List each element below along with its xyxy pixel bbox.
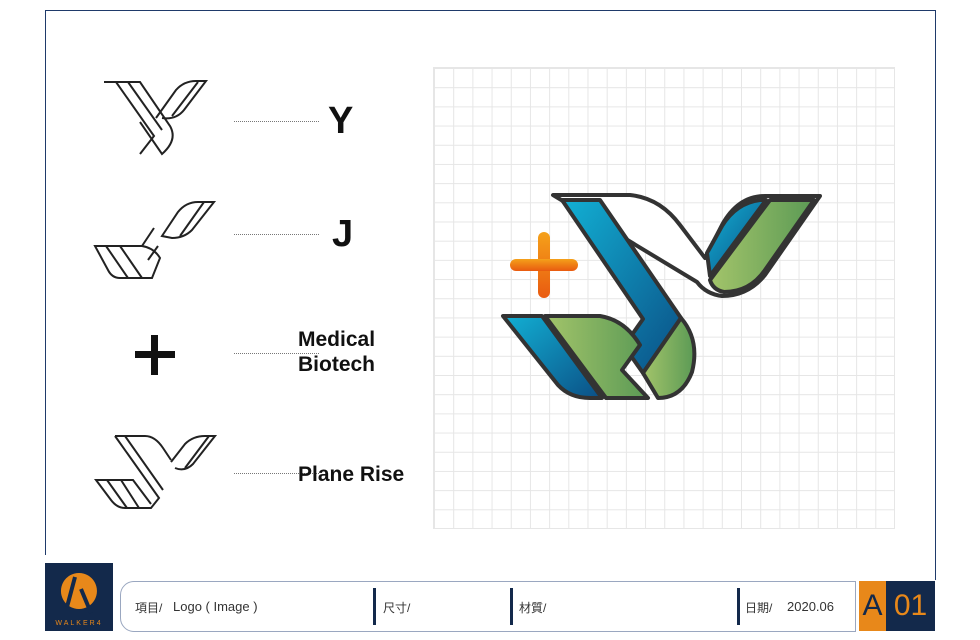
concept-label-j: J <box>332 213 354 255</box>
concept-label-line: Biotech <box>298 353 376 376</box>
plane-rise-icon <box>94 435 218 509</box>
dotted-connector <box>234 353 319 354</box>
dotted-connector <box>234 121 319 122</box>
brand-name: WALKER4 <box>55 620 103 627</box>
divider <box>510 588 513 625</box>
date-value: 2020.06 <box>787 599 834 614</box>
concept-label-medical-biotech: Medical Biotech <box>298 327 375 377</box>
title-block: 項目/ Logo ( Image ) 尺寸/ 材質/ 日期/ 2020.06 <box>120 581 856 632</box>
page-number: 01 <box>886 581 935 631</box>
brand-logo: WALKER4 <box>45 563 113 631</box>
dotted-connector <box>234 234 319 235</box>
orange-plus-icon <box>510 232 578 298</box>
walker4-logo-icon <box>60 573 97 614</box>
project-value: Logo ( Image ) <box>173 599 258 614</box>
page-series: A <box>859 581 886 631</box>
size-label: 尺寸/ <box>383 601 411 615</box>
dotted-connector <box>234 473 319 474</box>
divider <box>373 588 376 625</box>
j-letter-icon <box>93 201 217 279</box>
concept-label-line: Medical <box>298 328 376 351</box>
frame-border-right <box>935 10 936 580</box>
plus-icon <box>135 335 175 375</box>
divider <box>737 588 740 625</box>
y-letter-icon <box>104 80 209 156</box>
concept-label-y: Y <box>328 100 354 142</box>
concept-label-plane-rise: Plane Rise <box>298 463 405 486</box>
frame-border-left <box>45 10 46 555</box>
material-label: 材質/ <box>519 601 547 615</box>
project-label: 項目/ <box>135 601 163 615</box>
frame-border-top <box>45 10 935 11</box>
date-label: 日期/ <box>745 601 773 615</box>
